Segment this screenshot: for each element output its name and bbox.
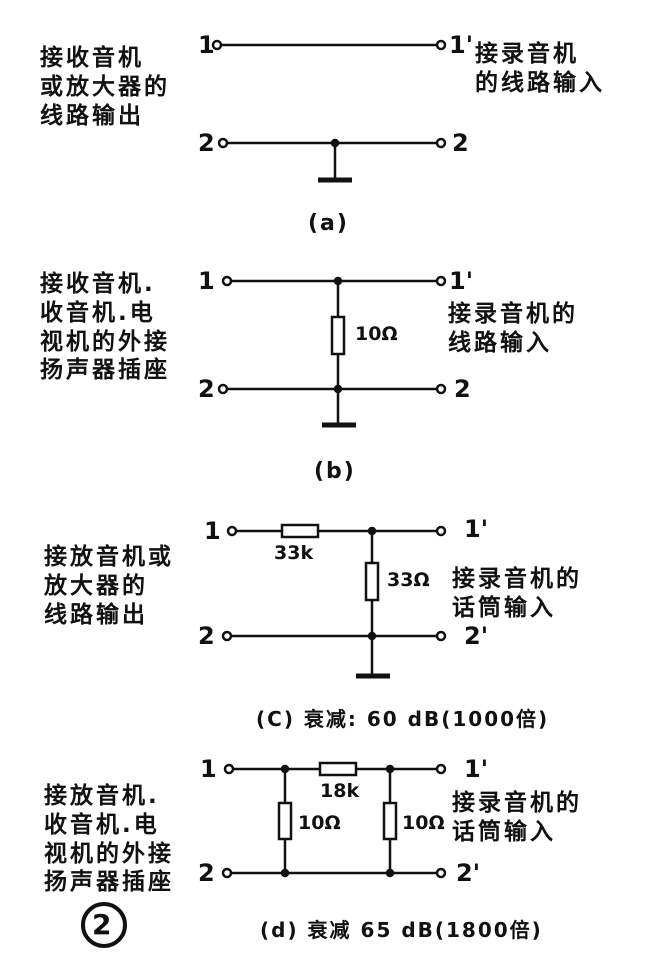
b-term-1-label: 1 [198, 267, 215, 295]
b-caption: (b) [314, 459, 356, 484]
a-caption: (a) [308, 211, 349, 236]
d-resistor-10ohm-left [277, 801, 293, 841]
c-terminal-2 [221, 630, 233, 642]
b-terminal-1 [221, 275, 233, 287]
c-r-shunt-value: 33Ω [387, 569, 430, 591]
c-resistor-33k [280, 523, 320, 539]
figure-number-circle [81, 902, 127, 948]
c-term-2-label: 2 [198, 622, 215, 650]
d-r-shunt-left-value: 10Ω [298, 812, 341, 834]
a-term-2p-label: 2 [452, 129, 469, 157]
d-terminal-1p [435, 763, 447, 775]
a-terminal-1p [435, 39, 447, 51]
c-left-label: 接放音机或放大器的线路输出 [44, 544, 174, 628]
circuit-b [217, 275, 447, 428]
d-r-shunt-right-value: 10Ω [402, 812, 445, 834]
c-caption: (C) 衰减: 60 dB(1000倍) [256, 707, 550, 731]
c-right-label: 接录音机的话筒输入 [452, 566, 582, 621]
a-terminal-1 [211, 39, 223, 51]
b-terminal-2 [217, 383, 229, 395]
a-terminal-2 [217, 137, 229, 149]
a-term-1p-label: 1' [449, 31, 474, 59]
b-terminal-2p [435, 383, 447, 395]
b-term-2p-label: 2 [454, 375, 471, 403]
d-resistor-18k [318, 761, 358, 777]
d-resistor-10ohm-right [382, 801, 398, 841]
d-term-1p-label: 1' [464, 755, 489, 783]
d-term-2p-label: 2' [456, 859, 481, 887]
b-term-1p-label: 1' [449, 267, 474, 295]
a-left-label: 接收音机或放大器的线路输出 [40, 45, 170, 129]
c-term-2p-label: 2' [464, 622, 489, 650]
circuit-c [221, 523, 447, 679]
d-terminal-2 [221, 867, 233, 879]
a-right-label: 接录音机的线路输入 [475, 41, 605, 96]
d-caption: (d) 衰减 65 dB(1800倍) [260, 918, 543, 942]
d-terminal-2p [435, 867, 447, 879]
a-term-1-label: 1 [198, 31, 215, 59]
a-term-2-label: 2 [198, 129, 215, 157]
b-term-2-label: 2 [198, 375, 215, 403]
b-resistor-10ohm [330, 315, 346, 356]
c-terminal-1p [435, 525, 447, 537]
c-resistor-33ohm [364, 561, 380, 602]
circuit-a [211, 39, 447, 183]
b-left-label: 接收音机.收音机.电视机的外接扬声器插座 [40, 271, 170, 384]
c-terminal-2p [435, 630, 447, 642]
c-terminal-1 [226, 525, 238, 537]
d-term-1-label: 1 [200, 755, 217, 783]
d-left-label: 接放音机.收音机.电视机的外接扬声器插座 [44, 783, 174, 896]
d-r-series-value: 18k [320, 780, 360, 802]
c-term-1-label: 1 [204, 517, 221, 545]
circuit-d [221, 761, 447, 879]
a-terminal-2p [435, 137, 447, 149]
figure-number: 2 [92, 908, 112, 941]
d-terminal-1 [223, 763, 235, 775]
c-term-1p-label: 1' [464, 515, 489, 543]
b-r-value: 10Ω [355, 323, 398, 345]
b-terminal-1p [435, 275, 447, 287]
c-r-series-value: 33k [274, 542, 314, 564]
b-right-label: 接录音机的线路输入 [448, 301, 578, 356]
d-term-2-label: 2 [198, 859, 215, 887]
d-right-label: 接录音机的话筒输入 [452, 790, 582, 845]
